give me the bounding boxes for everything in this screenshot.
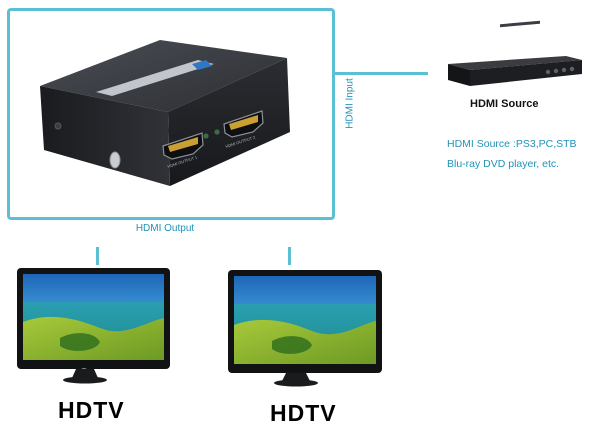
button-dot bbox=[569, 66, 575, 72]
led-indicator bbox=[203, 133, 209, 139]
hdmi-source-desc-line2: Blu-ray DVD player, etc. bbox=[447, 158, 560, 170]
button-dot bbox=[561, 67, 567, 73]
input-connector-line bbox=[332, 72, 428, 75]
button-dot bbox=[545, 69, 551, 75]
hdmi-output-port-2 bbox=[223, 110, 264, 138]
screw-icon bbox=[54, 122, 62, 130]
led-indicator bbox=[214, 129, 220, 135]
hdmi-output-label: HDMI Output bbox=[135, 223, 195, 234]
power-jack bbox=[109, 151, 121, 169]
hdmi-source-title: HDMI Source bbox=[470, 98, 539, 110]
tv-stand bbox=[72, 369, 98, 378]
splitter-frame bbox=[7, 8, 335, 220]
hdtv-label-right: HDTV bbox=[270, 400, 337, 426]
output-connector-right bbox=[288, 247, 291, 265]
disc-tray bbox=[500, 20, 540, 28]
output-connector-left bbox=[96, 247, 99, 265]
hdmi-output-port-1 bbox=[162, 132, 204, 160]
hdmi-source-desc-line1: HDMI Source :PS3,PC,STB bbox=[447, 138, 577, 150]
tv-stand bbox=[282, 373, 310, 381]
button-dot bbox=[553, 68, 559, 74]
hdtv-label-left: HDTV bbox=[58, 397, 125, 423]
